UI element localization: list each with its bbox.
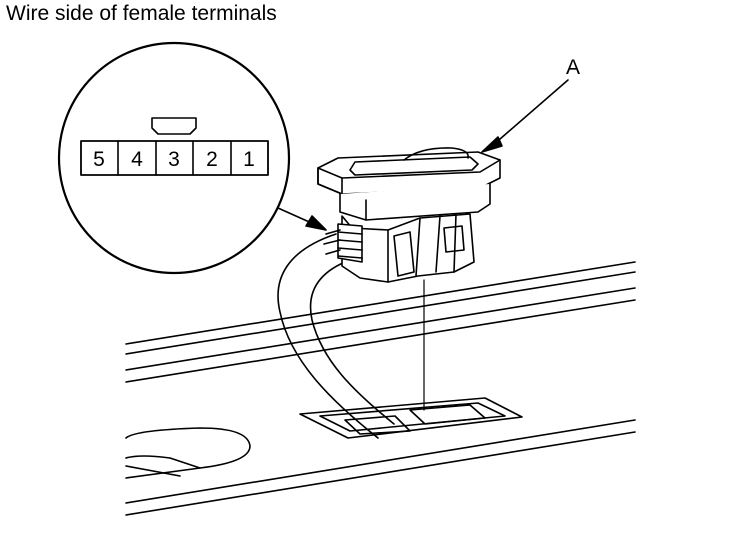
terminal-face: 5 4 3 2 1 bbox=[80, 117, 269, 176]
callout-a-label: A bbox=[566, 56, 580, 79]
mounting-hole bbox=[299, 397, 523, 439]
diagram-title: Wire side of female terminals bbox=[6, 2, 277, 25]
body-panel bbox=[125, 261, 636, 516]
terminal-5-label: 5 bbox=[93, 148, 105, 171]
callout-a-leader bbox=[481, 79, 569, 153]
terminal-4-label: 4 bbox=[131, 148, 143, 171]
detail-arrow bbox=[277, 207, 327, 231]
switch-connector bbox=[317, 147, 501, 283]
terminal-3-label: 3 bbox=[168, 148, 180, 171]
terminal-2-label: 2 bbox=[206, 148, 218, 171]
terminal-1-label: 1 bbox=[243, 148, 255, 171]
magnified-view-circle bbox=[57, 41, 291, 275]
